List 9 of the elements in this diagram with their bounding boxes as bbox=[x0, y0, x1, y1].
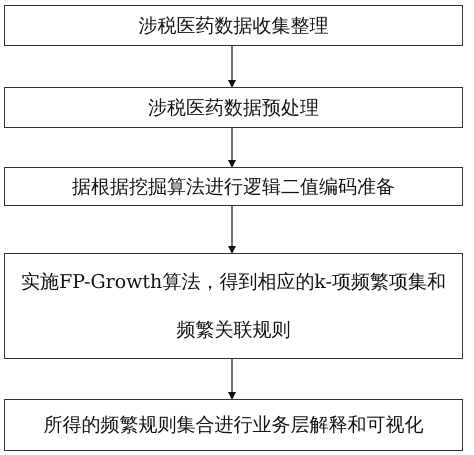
process-box: 据根据挖掘算法进行逻辑二值编码准备 bbox=[4, 167, 463, 206]
process-box: 实施FP-Growth算法，得到相应的k-项频繁项集和频繁关联规则 bbox=[4, 253, 463, 359]
process-box: 涉税医药数据预处理 bbox=[4, 87, 463, 128]
process-box: 所得的频繁规则集合进行业务层解释和可视化 bbox=[4, 399, 463, 451]
arrow bbox=[228, 46, 236, 88]
arrow bbox=[228, 359, 236, 400]
process-box: 涉税医药数据收集整理 bbox=[4, 5, 463, 46]
arrow bbox=[228, 128, 236, 168]
arrow bbox=[228, 206, 236, 254]
